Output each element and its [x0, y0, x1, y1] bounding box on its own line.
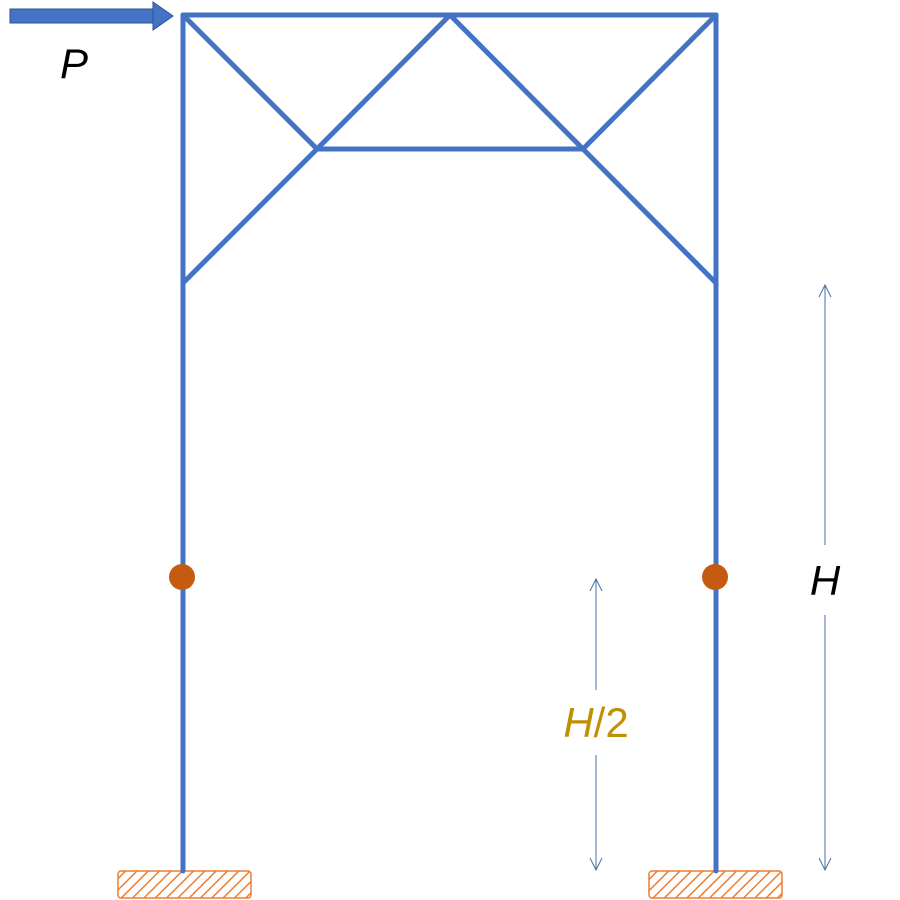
- left-center-diagonal: [314, 12, 453, 152]
- right-center-diagonal: [447, 12, 586, 152]
- right-fixed-support: [648, 870, 783, 899]
- right-hinge: [702, 564, 728, 590]
- half-height-dimension: [589, 577, 603, 872]
- left-hinge: [169, 564, 195, 590]
- left-end-diagonal: [180, 12, 320, 152]
- load-arrow: [9, 1, 174, 31]
- height-label: H: [810, 557, 841, 604]
- left-fixed-support: [117, 870, 252, 899]
- height-dimension: [818, 283, 832, 872]
- left-knee-brace: [180, 146, 320, 286]
- load-label: P: [60, 40, 88, 87]
- right-end-diagonal: [580, 12, 719, 152]
- right-knee-brace: [580, 146, 719, 286]
- half-height-label: H/2: [563, 699, 628, 746]
